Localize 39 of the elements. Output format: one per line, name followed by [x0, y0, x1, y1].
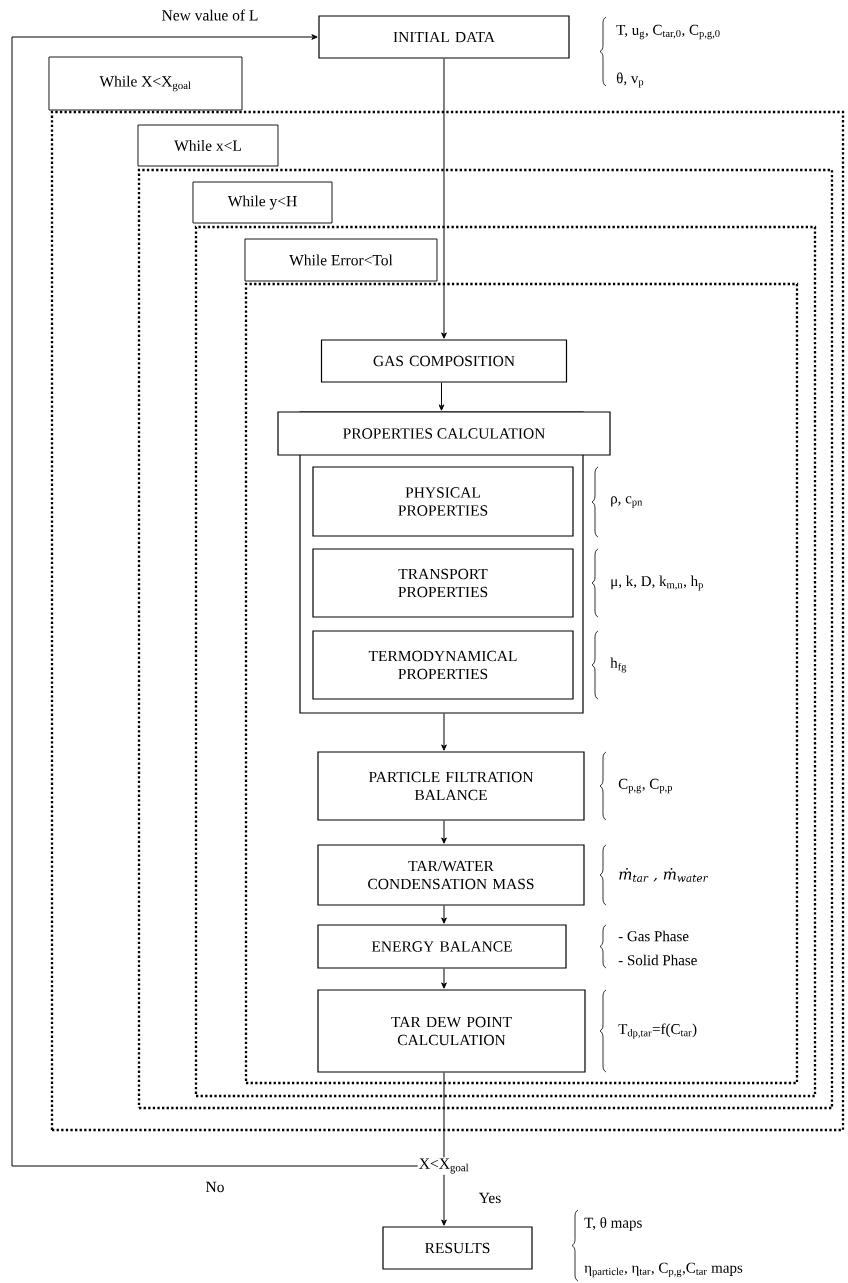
arrow: [441, 820, 447, 844]
loop-label-box: While y<H: [192, 181, 333, 224]
process-box: RESULTS: [382, 1226, 533, 1270]
variable-list: T, θ maps: [584, 1217, 642, 1231]
loop-label-box: While x<L: [137, 124, 279, 167]
arrow: [438, 382, 445, 411]
process-box: ENERGY BALANCE: [317, 924, 567, 969]
process-box: TRANSPORT PROPERTIES: [312, 548, 574, 618]
variable-list: - Solid Phase: [618, 954, 697, 966]
decision-text: X<X$_{goal}$: [419, 1158, 469, 1174]
variable-list: η$_{particle}$, η$_{tar}$, C$_{p,g}$,C$_{tar}$ maps: [584, 1262, 743, 1278]
process-box: INITIAL DATA: [318, 15, 570, 59]
process-box: GAS COMPOSITION: [320, 339, 568, 383]
arrow: [441, 905, 447, 924]
arrow: [441, 713, 447, 751]
arrow: [441, 1174, 447, 1226]
arrow: [11, 34, 419, 1167]
loop-label-box: While X<X$_{goal}$: [48, 56, 243, 111]
variable-list: μ, k, D, k$_{m,n}$, h$_{p}$: [611, 575, 703, 591]
arrow: [441, 968, 447, 989]
variable-list: C$_{p,g}$, C$_{p,p}$: [618, 778, 673, 794]
variable-list: θ, v$_{p}$: [616, 72, 644, 88]
process-box: PHYSICAL PROPERTIES: [312, 466, 574, 537]
process-box: TAR/WATER CONDENSATION MASS: [317, 844, 585, 906]
variable-list: ρ, c$_{pn}$: [611, 496, 643, 508]
variable-list: h$_{fg}$: [610, 657, 627, 673]
variable-list: ṁ$_{tar}$ , ṁ$_{water}$: [619, 868, 709, 882]
variable-list: T$_{dp,tar}$=f(C$_{tar}$): [618, 1023, 697, 1039]
variable-list: T, u$_{g}$, C$_{tar,0}$, C$_{p,g,0}$: [616, 24, 720, 40]
arrow: [441, 58, 447, 339]
process-box: PROPERTIES CALCULATION: [277, 411, 611, 456]
variable-list: - Gas Phase: [618, 930, 689, 942]
loop-label-box: While Error<Tol: [244, 238, 438, 282]
edge-label: No: [204, 1180, 226, 1194]
loop-note: New value of L: [162, 9, 258, 21]
process-box: TERMODYNAMICAL PROPERTIES: [312, 630, 574, 700]
process-box: PARTICLE FILTRATION BALANCE: [317, 751, 585, 821]
edge-label: Yes: [477, 1191, 503, 1205]
process-box: TAR DEW POINT CALCULATION: [317, 989, 586, 1073]
